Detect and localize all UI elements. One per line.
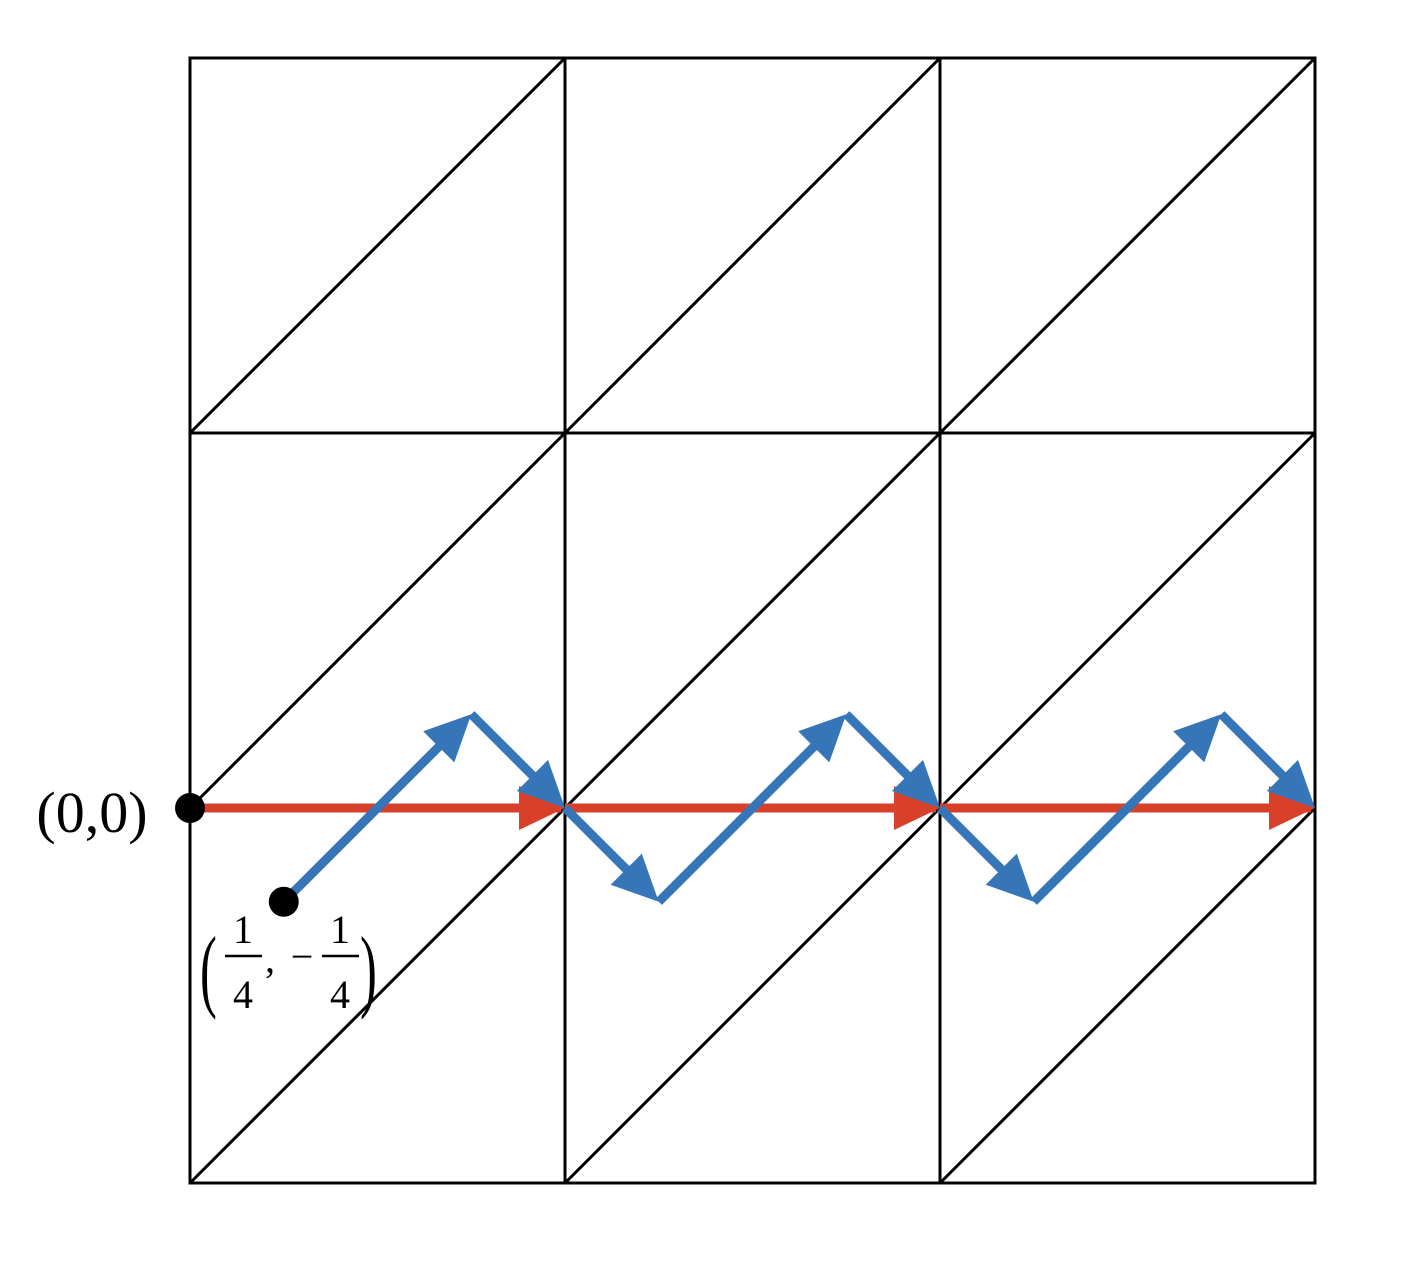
red-arrowhead bbox=[1269, 786, 1315, 830]
red-arrowhead bbox=[894, 786, 940, 830]
blue-arrowhead bbox=[985, 853, 1034, 902]
grid-diagonal-line bbox=[563, 56, 942, 435]
points bbox=[175, 793, 299, 917]
right-paren: ) bbox=[360, 919, 377, 1021]
blue-arrowhead bbox=[1173, 714, 1222, 763]
start-point-label: ( 1 4 , − 1 4 ) bbox=[200, 907, 377, 1021]
grid-diagonal-line bbox=[938, 56, 1317, 435]
y-denominator: 4 bbox=[330, 972, 350, 1017]
x-numerator: 1 bbox=[233, 907, 253, 952]
grid-diagonal-line bbox=[938, 431, 1317, 810]
blue-arrowhead bbox=[610, 853, 659, 902]
blue-arrowhead bbox=[891, 759, 940, 808]
blue-arrowhead bbox=[516, 759, 565, 808]
grid-diagonal-line bbox=[938, 806, 1317, 1185]
triangulated-grid bbox=[188, 56, 1317, 1185]
left-paren: ( bbox=[200, 919, 217, 1021]
x-denominator: 4 bbox=[233, 972, 253, 1017]
origin-point bbox=[175, 793, 205, 823]
grid-diagonal-line bbox=[188, 806, 567, 1185]
blue-arrow-shaft bbox=[561, 804, 634, 877]
blue-arrow-shaft bbox=[843, 711, 915, 783]
blue-path bbox=[280, 711, 1315, 905]
blue-arrow-shaft bbox=[280, 739, 447, 905]
blue-arrow-shaft bbox=[655, 739, 822, 905]
grid-diagonal-line bbox=[563, 806, 942, 1185]
blue-arrowhead bbox=[423, 714, 472, 763]
grid-diagonal-line bbox=[188, 56, 567, 435]
blue-arrow-shaft bbox=[468, 711, 540, 783]
blue-arrowhead bbox=[798, 714, 847, 763]
blue-arrow-shaft bbox=[1218, 711, 1290, 783]
blue-arrowhead bbox=[1266, 759, 1315, 808]
red-arrowhead bbox=[519, 786, 565, 830]
grid-diagonal-line bbox=[563, 431, 942, 810]
grid-border bbox=[188, 56, 1317, 1185]
origin-label: (0,0) bbox=[36, 780, 147, 845]
y-numerator: 1 bbox=[330, 907, 350, 952]
blue-arrow-shaft bbox=[1030, 739, 1197, 905]
separator-comma: , bbox=[265, 936, 275, 981]
start-point bbox=[268, 886, 299, 917]
blue-arrow-shaft bbox=[936, 804, 1009, 877]
minus-sign: − bbox=[291, 934, 314, 979]
grid-diagonal-line bbox=[188, 431, 567, 810]
